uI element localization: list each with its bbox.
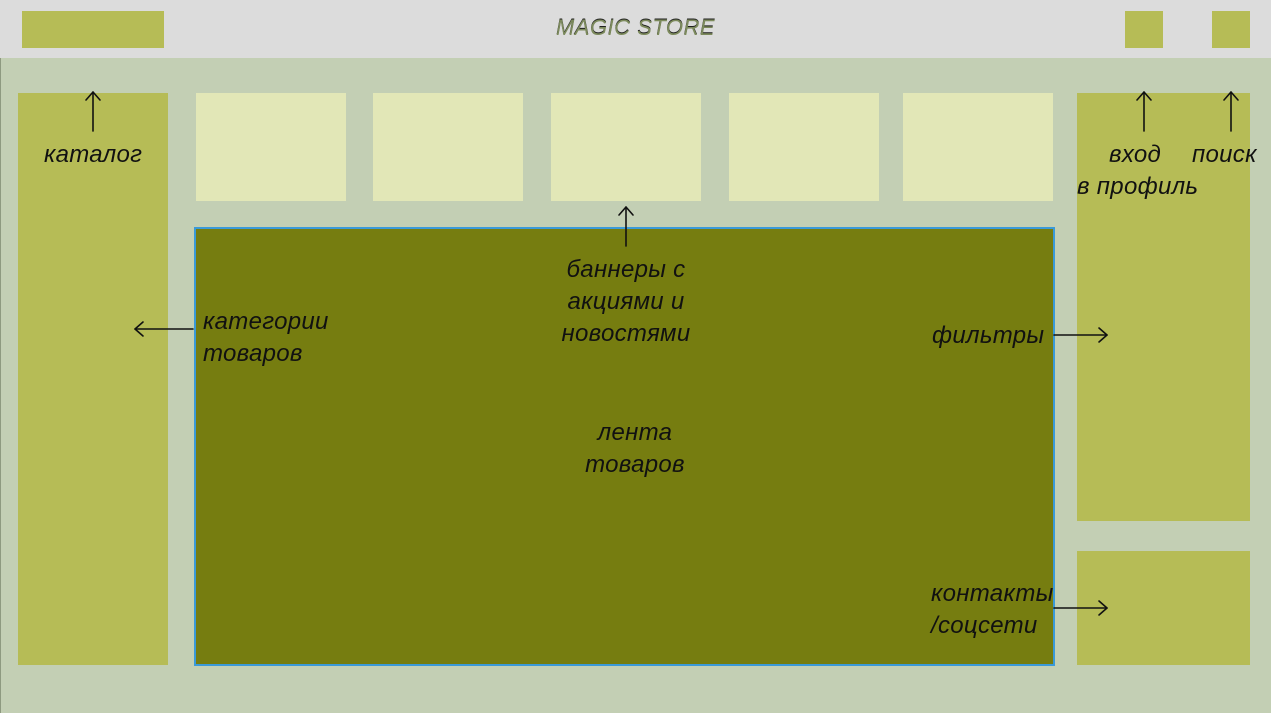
header-catalog-button[interactable] <box>22 11 164 48</box>
filters-panel[interactable] <box>1077 93 1250 521</box>
catalog-label: каталог <box>44 141 143 168</box>
header-login-button[interactable] <box>1125 11 1163 48</box>
filters-label: фильтры <box>932 322 1045 349</box>
header-search-button[interactable] <box>1212 11 1250 48</box>
banner-5[interactable] <box>903 93 1053 201</box>
product-feed[interactable] <box>194 227 1055 666</box>
banners-arrow-icon <box>618 206 634 247</box>
login-arrow-icon <box>1136 91 1152 132</box>
filters-arrow-icon <box>1053 327 1108 343</box>
profile-label: в профиль <box>1077 173 1199 200</box>
banner-3[interactable] <box>551 93 701 201</box>
left-divider <box>0 58 1 713</box>
search-arrow-icon <box>1223 91 1239 132</box>
feed-label: лента товаров <box>585 419 685 478</box>
banners-label: баннеры с акциями и новостями <box>561 256 691 347</box>
search-label: поиск <box>1192 141 1257 168</box>
contacts-label: контакты /соцсети <box>931 580 1054 639</box>
catalog-sidebar[interactable] <box>18 93 168 665</box>
banner-2[interactable] <box>373 93 523 201</box>
categories-label: категории товаров <box>203 308 329 367</box>
store-title: MAGIC STORE <box>555 15 716 40</box>
header-bar <box>0 0 1271 58</box>
banner-4[interactable] <box>729 93 879 201</box>
categories-arrow-icon <box>134 321 194 337</box>
login-label: вход <box>1109 141 1162 168</box>
contacts-arrow-icon <box>1053 600 1108 616</box>
catalog-arrow-icon <box>85 91 101 132</box>
banner-1[interactable] <box>196 93 346 201</box>
